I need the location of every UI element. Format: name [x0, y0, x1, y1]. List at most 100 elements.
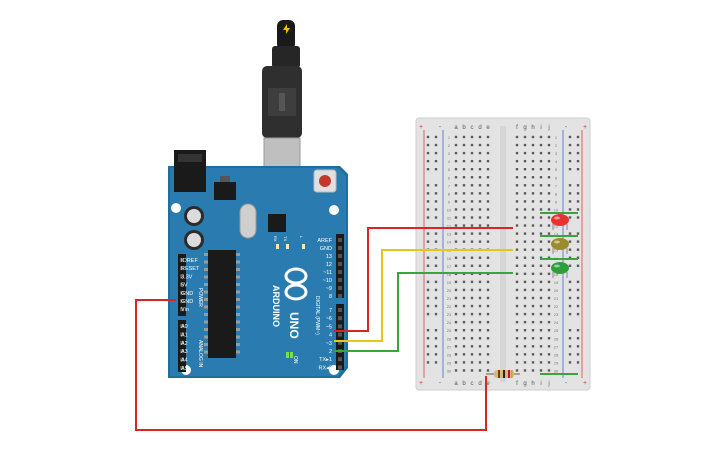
- rail-hole[interactable]: [434, 337, 438, 340]
- breadboard-hole[interactable]: [539, 200, 543, 203]
- breadboard-hole[interactable]: [523, 361, 527, 364]
- breadboard-hole[interactable]: [539, 240, 543, 243]
- breadboard-hole[interactable]: [531, 296, 535, 300]
- breadboard-hole[interactable]: [462, 304, 466, 308]
- breadboard-hole[interactable]: [486, 304, 490, 308]
- breadboard-hole[interactable]: [539, 312, 543, 316]
- breadboard-hole[interactable]: [470, 288, 474, 292]
- breadboard-hole[interactable]: [454, 345, 458, 348]
- breadboard-hole[interactable]: [470, 337, 474, 340]
- breadboard-hole[interactable]: [478, 320, 482, 324]
- rail-hole[interactable]: [426, 329, 430, 332]
- breadboard-hole[interactable]: [547, 296, 551, 300]
- breadboard-hole[interactable]: [531, 216, 535, 219]
- breadboard-hole[interactable]: [547, 248, 551, 251]
- breadboard-hole[interactable]: [478, 224, 482, 227]
- breadboard-hole[interactable]: [478, 232, 482, 235]
- breadboard-hole[interactable]: [486, 200, 490, 203]
- breadboard-hole[interactable]: [454, 168, 458, 171]
- rail-hole[interactable]: [576, 184, 580, 187]
- header-pin[interactable]: [180, 366, 184, 370]
- breadboard-hole[interactable]: [547, 329, 551, 332]
- breadboard-hole[interactable]: [515, 224, 519, 227]
- breadboard-hole[interactable]: [462, 369, 466, 372]
- breadboard-hole[interactable]: [478, 280, 482, 284]
- breadboard-hole[interactable]: [515, 168, 519, 171]
- rail-hole[interactable]: [576, 135, 580, 139]
- breadboard-hole[interactable]: [531, 361, 535, 364]
- rail-hole[interactable]: [576, 296, 580, 300]
- header-pin[interactable]: [338, 308, 342, 312]
- breadboard-hole[interactable]: [523, 151, 527, 155]
- rail-hole[interactable]: [434, 312, 438, 316]
- rail-hole[interactable]: [426, 184, 430, 187]
- rail-hole[interactable]: [568, 361, 572, 364]
- rail-hole[interactable]: [434, 256, 438, 259]
- header-pin[interactable]: [180, 274, 184, 279]
- rail-hole[interactable]: [576, 256, 580, 259]
- breadboard-hole[interactable]: [486, 345, 490, 348]
- breadboard-hole[interactable]: [462, 151, 466, 155]
- rail-hole[interactable]: [426, 240, 430, 243]
- breadboard-hole[interactable]: [486, 184, 490, 187]
- breadboard-hole[interactable]: [454, 304, 458, 308]
- breadboard-hole[interactable]: [539, 184, 543, 187]
- header-pin[interactable]: [338, 254, 342, 258]
- breadboard-hole[interactable]: [478, 143, 482, 147]
- breadboard-hole[interactable]: [523, 216, 527, 219]
- rail-hole[interactable]: [426, 159, 430, 163]
- rail-hole[interactable]: [568, 304, 572, 308]
- breadboard-hole[interactable]: [462, 264, 466, 267]
- breadboard-hole[interactable]: [454, 135, 458, 139]
- breadboard-hole[interactable]: [547, 224, 551, 227]
- breadboard-hole[interactable]: [523, 208, 527, 211]
- breadboard-hole[interactable]: [515, 151, 519, 155]
- breadboard-hole[interactable]: [515, 248, 519, 251]
- rail-hole[interactable]: [576, 345, 580, 348]
- header-pin[interactable]: [338, 340, 342, 345]
- rail-hole[interactable]: [426, 361, 430, 364]
- header-pin[interactable]: [338, 365, 342, 370]
- breadboard-hole[interactable]: [478, 288, 482, 292]
- rail-hole[interactable]: [576, 248, 580, 251]
- header-pin[interactable]: [338, 357, 342, 362]
- rail-hole[interactable]: [568, 256, 572, 259]
- breadboard-hole[interactable]: [523, 329, 527, 332]
- wire-yellow[interactable]: [334, 249, 513, 342]
- breadboard-hole[interactable]: [462, 337, 466, 340]
- breadboard-hole[interactable]: [515, 304, 519, 308]
- breadboard-hole[interactable]: [486, 280, 490, 284]
- breadboard-hole[interactable]: [478, 240, 482, 243]
- rail-hole[interactable]: [426, 200, 430, 203]
- breadboard-hole[interactable]: [470, 208, 474, 211]
- breadboard-hole[interactable]: [454, 320, 458, 324]
- breadboard-hole[interactable]: [478, 176, 482, 179]
- rail-hole[interactable]: [434, 240, 438, 243]
- rail-hole[interactable]: [576, 337, 580, 340]
- breadboard-hole[interactable]: [470, 176, 474, 179]
- header-pin[interactable]: [338, 286, 342, 290]
- rail-hole[interactable]: [576, 353, 580, 356]
- breadboard-hole[interactable]: [454, 353, 458, 356]
- breadboard-hole[interactable]: [470, 264, 474, 267]
- breadboard-hole[interactable]: [470, 200, 474, 203]
- rail-hole[interactable]: [576, 192, 580, 195]
- breadboard-hole[interactable]: [523, 280, 527, 284]
- rail-hole[interactable]: [576, 329, 580, 332]
- breadboard-hole[interactable]: [462, 176, 466, 179]
- breadboard-hole[interactable]: [531, 176, 535, 179]
- breadboard-hole[interactable]: [531, 337, 535, 340]
- breadboard-hole[interactable]: [470, 151, 474, 155]
- rail-hole[interactable]: [576, 168, 580, 171]
- breadboard-hole[interactable]: [547, 192, 551, 195]
- breadboard-hole[interactable]: [478, 256, 482, 259]
- breadboard-hole[interactable]: [539, 264, 543, 267]
- breadboard-hole[interactable]: [547, 256, 551, 259]
- breadboard-hole[interactable]: [478, 304, 482, 308]
- wire-ground[interactable]: [135, 299, 487, 431]
- rail-hole[interactable]: [426, 280, 430, 284]
- breadboard-hole[interactable]: [523, 135, 527, 139]
- breadboard-hole[interactable]: [454, 312, 458, 316]
- breadboard-hole[interactable]: [462, 320, 466, 324]
- breadboard-hole[interactable]: [515, 159, 519, 163]
